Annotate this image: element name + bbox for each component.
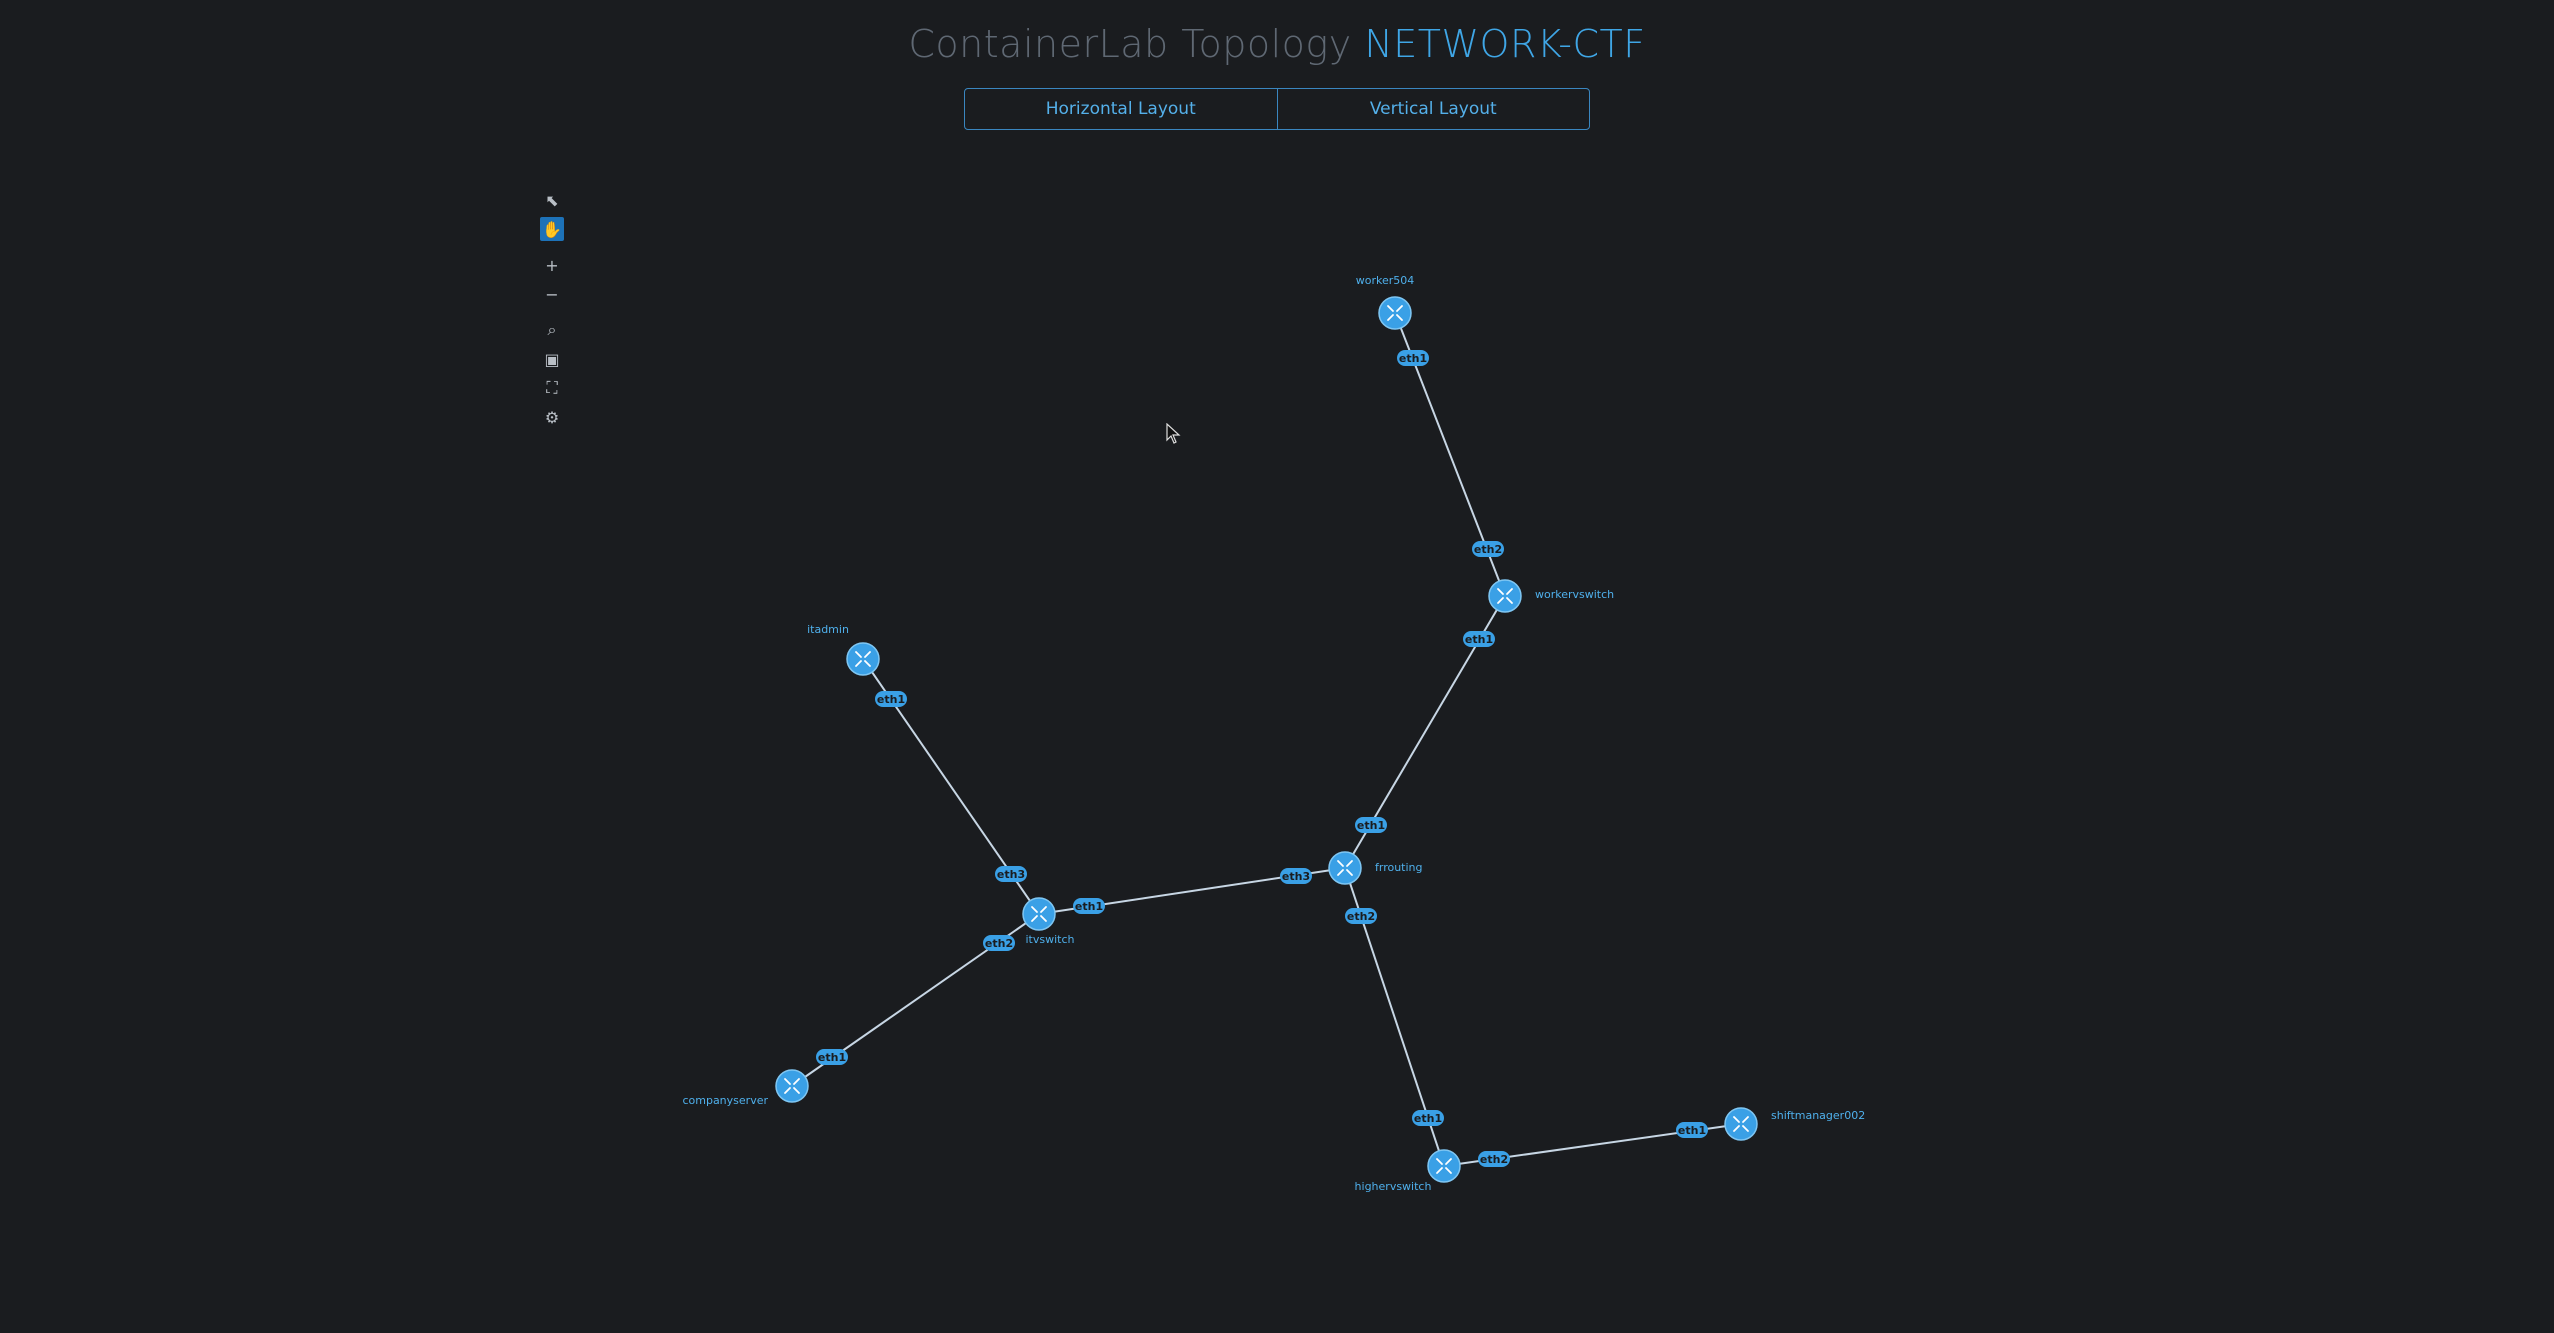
- router-arrows-icon: [1497, 588, 1513, 604]
- port-label: eth2: [1480, 1153, 1508, 1166]
- port-label: eth2: [985, 937, 1013, 950]
- port-badge-bg: [1463, 631, 1495, 647]
- node-itvswitch[interactable]: itvswitch: [1022, 897, 1075, 946]
- router-arrows-icon: [1337, 860, 1353, 876]
- router-node-icon: [1427, 1149, 1461, 1183]
- node-label: itvswitch: [1026, 933, 1075, 946]
- port-label: eth1: [1357, 819, 1385, 832]
- router-arrows-icon: [1031, 906, 1047, 922]
- port-badge-worker504-eth1[interactable]: eth1: [1397, 350, 1429, 366]
- pan-tool-icon[interactable]: ✋: [540, 217, 564, 241]
- port-badge-itadmin-eth1[interactable]: eth1: [875, 691, 907, 707]
- node-frrouting[interactable]: frrouting: [1328, 851, 1423, 885]
- page-title: ContainerLab Topology NETWORK-CTF: [0, 22, 2554, 66]
- node-companyserver[interactable]: companyserver: [682, 1069, 809, 1107]
- port-badge-bg: [1073, 898, 1105, 914]
- port-label: eth1: [1465, 633, 1493, 646]
- router-node-icon: [1724, 1107, 1758, 1141]
- port-badge-bg: [1478, 1151, 1510, 1167]
- port-badge-itvswitch-eth2[interactable]: eth2: [983, 935, 1015, 951]
- port-label: eth2: [1474, 543, 1502, 556]
- fullscreen-icon[interactable]: ⛶: [546, 378, 558, 397]
- router-node-icon: [1378, 296, 1412, 330]
- fit-view-icon[interactable]: ▣: [544, 349, 560, 369]
- port-label: eth3: [1282, 870, 1310, 883]
- port-label: eth1: [818, 1051, 846, 1064]
- router-node-icon: [1488, 579, 1522, 613]
- port-badge-itvswitch-eth1[interactable]: eth1: [1073, 898, 1105, 914]
- router-arrows-icon: [855, 651, 871, 667]
- router-node-icon: [1328, 851, 1362, 885]
- port-badge-frrouting-eth1[interactable]: eth1: [1355, 817, 1387, 833]
- zoom-out-icon[interactable]: −: [545, 284, 559, 304]
- port-badge-workervswitch-eth2[interactable]: eth2: [1472, 541, 1504, 557]
- node-worker504[interactable]: worker504: [1356, 274, 1415, 330]
- title-prefix: ContainerLab Topology: [908, 22, 1352, 66]
- node-label: companyserver: [682, 1094, 768, 1107]
- router-arrows-icon: [784, 1078, 800, 1094]
- mouse-cursor-icon: [1166, 423, 1181, 444]
- node-label: worker504: [1356, 274, 1415, 287]
- node-workervswitch[interactable]: workervswitch: [1488, 579, 1614, 613]
- node-label: highervswitch: [1355, 1180, 1432, 1193]
- port-badge-frrouting-eth2[interactable]: eth2: [1345, 908, 1377, 924]
- router-arrows-icon: [1436, 1158, 1452, 1174]
- node-label: itadmin: [807, 623, 849, 636]
- horizontal-layout-button[interactable]: Horizontal Layout: [1045, 99, 1196, 119]
- router-node-icon: [846, 642, 880, 676]
- port-badge-bg: [816, 1049, 848, 1065]
- node-label: workervswitch: [1535, 588, 1614, 601]
- node-shiftmanager002[interactable]: shiftmanager002: [1724, 1107, 1865, 1141]
- port-badge-companyserver-eth1[interactable]: eth1: [816, 1049, 848, 1065]
- port-label: eth1: [1678, 1124, 1706, 1137]
- graph-toolbar: ⬉ ✋ + − ⌕ ▣ ⛶ ⚙: [540, 188, 566, 434]
- port-badge-bg: [1412, 1110, 1444, 1126]
- port-badge-frrouting-eth3[interactable]: eth3: [1280, 868, 1312, 884]
- port-badge-bg: [1280, 868, 1312, 884]
- layout-button-group: Horizontal Layout Vertical Layout: [964, 88, 1590, 130]
- select-tool-icon[interactable]: ⬉: [545, 190, 559, 210]
- port-badge-bg: [1355, 817, 1387, 833]
- port-badge-highervswitch-eth2[interactable]: eth2: [1478, 1151, 1510, 1167]
- port-badge-bg: [1345, 908, 1377, 924]
- port-label: eth1: [1399, 352, 1427, 365]
- port-label: eth1: [1414, 1112, 1442, 1125]
- port-badge-shiftmanager002-eth1[interactable]: eth1: [1676, 1122, 1708, 1138]
- port-badge-itvswitch-eth3[interactable]: eth3: [995, 866, 1027, 882]
- router-arrows-icon: [1387, 305, 1403, 321]
- port-label: eth2: [1347, 910, 1375, 923]
- node-itadmin[interactable]: itadmin: [807, 623, 880, 676]
- port-badge-bg: [995, 866, 1027, 882]
- node-label: shiftmanager002: [1771, 1109, 1865, 1122]
- zoom-in-icon[interactable]: +: [545, 255, 559, 275]
- port-label: eth3: [997, 868, 1025, 881]
- zoom-selection-icon[interactable]: ⌕: [547, 320, 557, 339]
- port-badge-bg: [1397, 350, 1429, 366]
- port-badge-highervswitch-eth1[interactable]: eth1: [1412, 1110, 1444, 1126]
- node-label: frrouting: [1375, 861, 1423, 874]
- vertical-layout-button[interactable]: Vertical Layout: [1276, 89, 1590, 129]
- port-badge-bg: [983, 935, 1015, 951]
- port-badge-bg: [875, 691, 907, 707]
- settings-gear-icon[interactable]: ⚙: [544, 407, 560, 427]
- port-badge-bg: [1472, 541, 1504, 557]
- port-label: eth1: [877, 693, 905, 706]
- port-label: eth1: [1075, 900, 1103, 913]
- title-lab-name: NETWORK-CTF: [1364, 22, 1646, 66]
- node-highervswitch[interactable]: highervswitch: [1355, 1149, 1461, 1193]
- router-arrows-icon: [1733, 1116, 1749, 1132]
- router-node-icon: [1022, 897, 1056, 931]
- router-node-icon: [775, 1069, 809, 1103]
- port-badge-workervswitch-eth1[interactable]: eth1: [1463, 631, 1495, 647]
- port-badge-bg: [1676, 1122, 1708, 1138]
